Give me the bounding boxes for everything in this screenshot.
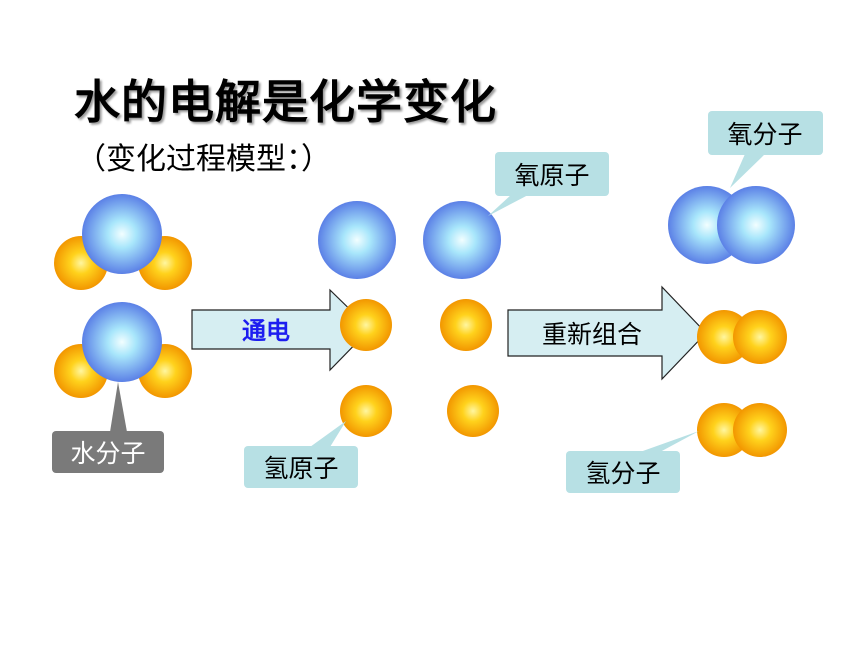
slide-subtitle: （变化过程模型：） (76, 142, 331, 177)
oxygen-atom (82, 302, 162, 382)
electrify-arrow: 通电 (191, 288, 371, 372)
water-molecule-1 (54, 194, 192, 290)
hydrogen-atom (733, 310, 787, 364)
oxygen-molecule-label: 氧分子 (727, 120, 802, 149)
oxygen-atom (423, 201, 501, 279)
oxygen-atom-label: 氧原子 (514, 161, 589, 190)
electrify-label: 通电 (242, 317, 290, 345)
hydrogen-atom (447, 385, 499, 437)
recombine-arrow: 重新组合 (507, 285, 707, 381)
hydrogen-atom (340, 299, 392, 351)
oxygen-atom (318, 201, 396, 279)
hydrogen-molecule-2 (697, 403, 787, 457)
hydrogen-atom (733, 403, 787, 457)
hydrogen-molecule-1 (697, 310, 787, 364)
recombine-label: 重新组合 (542, 320, 642, 349)
oxygen-atom (82, 194, 162, 274)
water-molecule-callout: 水分子 (52, 382, 164, 473)
separated-atoms (318, 201, 501, 437)
hydrogen-atom-callout: 氢原子 (244, 421, 358, 488)
oxygen-molecule (668, 186, 795, 264)
oxygen-molecule-callout: 氧分子 (708, 111, 823, 188)
oxygen-atom (717, 186, 795, 264)
hydrogen-atom (340, 385, 392, 437)
water-molecule-label: 水分子 (70, 439, 145, 468)
slide-title: 水的电解是化学变化 (74, 75, 497, 129)
hydrogen-atom-label: 氢原子 (263, 454, 338, 483)
water-molecule-2 (54, 302, 192, 398)
hydrogen-molecule-label: 氢分子 (585, 459, 660, 488)
hydrogen-atom (440, 299, 492, 351)
hydrogen-molecule-callout: 氢分子 (566, 431, 699, 493)
oxygen-atom-callout: 氧原子 (488, 152, 609, 216)
